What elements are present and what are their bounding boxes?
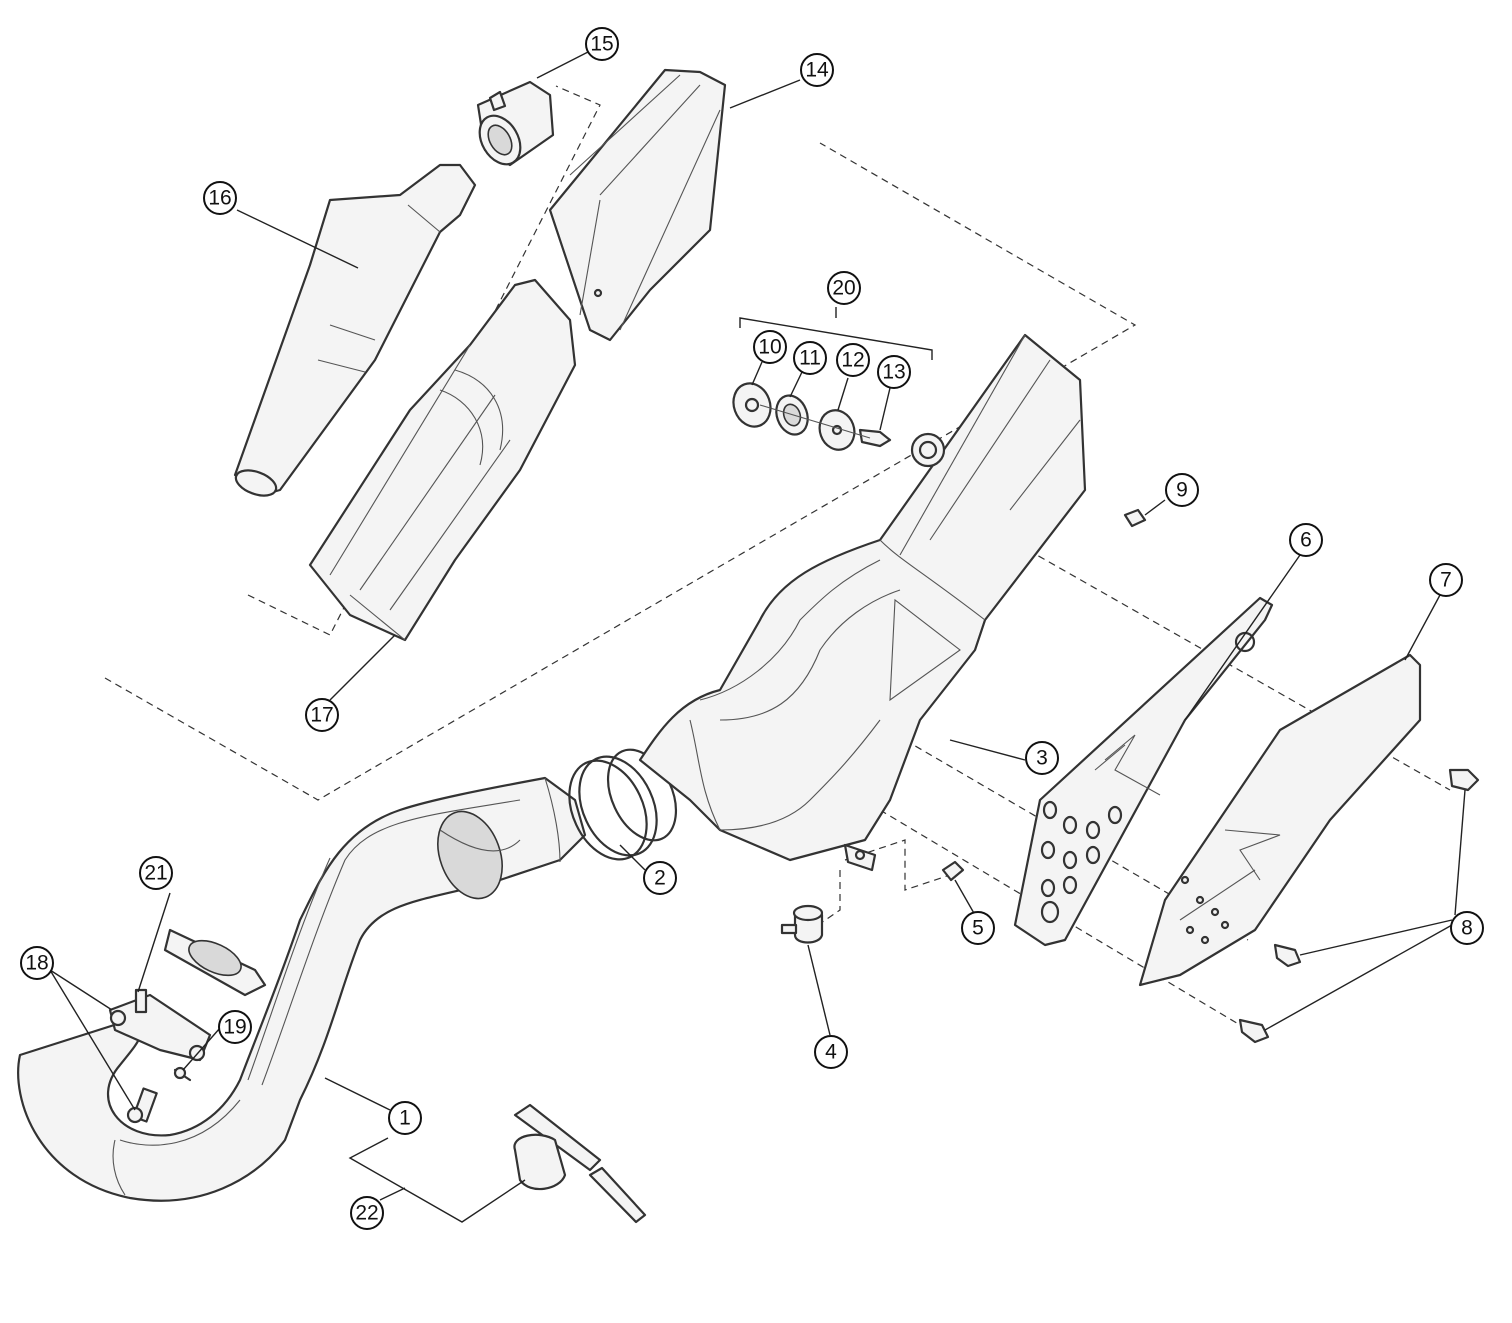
- rubber-damper: [780, 904, 824, 944]
- callout-16: 16: [203, 181, 237, 215]
- header-pipe: [17, 776, 587, 1202]
- callout-19: 19: [218, 1010, 252, 1044]
- callout-2: 2: [643, 861, 677, 895]
- muffler-end-cap: [548, 68, 727, 342]
- callout-label: 12: [841, 349, 864, 372]
- flange-stud-nut: [173, 1066, 192, 1082]
- callout-21: 21: [139, 856, 173, 890]
- clamp-rings: [568, 748, 678, 861]
- callout-label: 21: [144, 862, 167, 885]
- callout-13: 13: [877, 355, 911, 389]
- exhaust-gasket: [163, 928, 267, 997]
- callout-label: 8: [1461, 917, 1473, 940]
- callout-label: 22: [355, 1202, 378, 1225]
- callout-label: 5: [972, 917, 984, 940]
- outer-heat-shield: [1138, 653, 1422, 987]
- callout-label: 18: [25, 952, 48, 975]
- callout-label: 2: [654, 867, 666, 890]
- muffler-outer-shell: [308, 278, 577, 642]
- callout-3: 3: [1025, 741, 1059, 775]
- callout-14: 14: [800, 53, 834, 87]
- callout-12: 12: [836, 343, 870, 377]
- callout-label: 15: [590, 33, 613, 56]
- callout-label: 16: [208, 187, 231, 210]
- callout-label: 17: [310, 704, 333, 727]
- callout-label: 10: [758, 336, 781, 359]
- callout-label: 3: [1036, 747, 1048, 770]
- callout-label: 7: [1440, 569, 1452, 592]
- callout-label: 9: [1176, 479, 1188, 502]
- exhaust-sensor: [513, 1103, 647, 1224]
- leader-lines: [49, 51, 1466, 1223]
- callout-4: 4: [814, 1035, 848, 1069]
- callout-15: 15: [585, 27, 619, 61]
- callout-label: 1: [399, 1107, 411, 1130]
- callout-22: 22: [350, 1196, 384, 1230]
- callout-7: 7: [1429, 563, 1463, 597]
- callout-10: 10: [753, 330, 787, 364]
- washer-kit: [732, 382, 892, 451]
- callout-17: 17: [305, 698, 339, 732]
- callout-5: 5: [961, 911, 995, 945]
- callout-11: 11: [793, 341, 827, 375]
- callout-label: 4: [825, 1041, 837, 1064]
- callout-9: 9: [1165, 473, 1199, 507]
- callout-label: 14: [805, 59, 829, 82]
- shield-screws: [1238, 768, 1480, 1044]
- inner-tailpipe: [233, 163, 477, 497]
- callout-1: 1: [388, 1101, 422, 1135]
- callout-8: 8: [1450, 911, 1484, 945]
- flange-bolts: [126, 988, 158, 1124]
- callout-6: 6: [1289, 523, 1323, 557]
- callout-label: 20: [832, 277, 855, 300]
- screw-9: [1123, 508, 1147, 528]
- callout-18: 18: [20, 946, 54, 980]
- callout-label: 13: [882, 361, 905, 384]
- muffler-body: [638, 333, 1087, 872]
- callout-label: 19: [223, 1016, 246, 1039]
- tailpipe-sleeve: [476, 80, 555, 167]
- screw-5: [941, 860, 965, 882]
- callout-label: 11: [799, 347, 821, 370]
- callout-20: 20: [827, 271, 861, 305]
- callout-label: 6: [1300, 529, 1312, 552]
